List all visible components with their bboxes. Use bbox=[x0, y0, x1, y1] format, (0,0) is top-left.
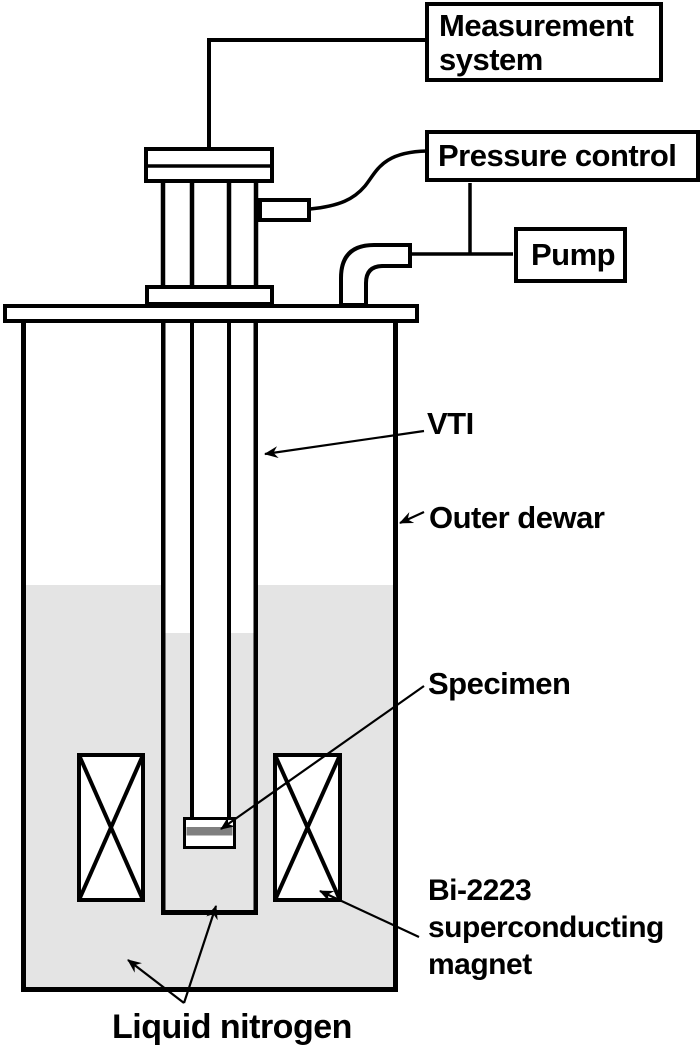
superconducting-magnet-label: Bi-2223 superconducting magnet bbox=[428, 874, 664, 981]
liquid-nitrogen-leader-arrow-left bbox=[127, 959, 185, 1004]
side-port bbox=[258, 198, 311, 222]
pressure-control-box: Pressure control bbox=[425, 130, 700, 182]
specimen-leader-arrow bbox=[220, 685, 425, 830]
pump-pipe-elbow bbox=[339, 243, 412, 307]
specimen-bar bbox=[186, 827, 233, 836]
specimen-holder bbox=[183, 817, 236, 849]
sample-rod bbox=[190, 323, 231, 817]
measurement-wire bbox=[207, 38, 425, 150]
magnet-coil-left bbox=[77, 753, 145, 902]
vti-leader-arrow bbox=[264, 429, 425, 459]
top-plate bbox=[3, 304, 419, 323]
outer-dewar-label: Outer dewar bbox=[429, 500, 605, 535]
pump-box: Pump bbox=[514, 227, 627, 283]
outer-dewar-leader-arrow bbox=[399, 511, 425, 524]
head-assembly bbox=[144, 38, 425, 306]
outer-dewar-vessel bbox=[21, 321, 398, 992]
vti-label: VTI bbox=[427, 406, 474, 441]
liquid-nitrogen-label: Liquid nitrogen bbox=[112, 1008, 352, 1046]
magnet-coil-right bbox=[273, 753, 342, 902]
measurement-system-box: Measurement system bbox=[425, 2, 663, 82]
liquid-nitrogen-leader-arrow-right bbox=[182, 905, 218, 1004]
specimen-label: Specimen bbox=[428, 666, 571, 701]
pressure-control-hose bbox=[309, 149, 428, 211]
magnet-leader-arrow bbox=[319, 890, 420, 938]
